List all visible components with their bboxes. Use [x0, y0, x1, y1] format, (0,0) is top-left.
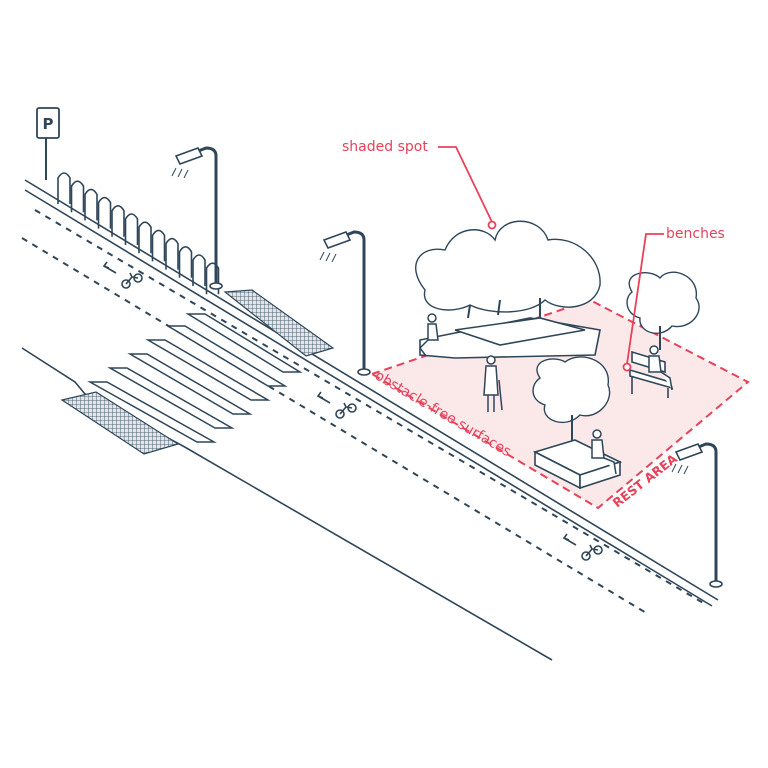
bicycle-icon	[102, 261, 143, 289]
bike-rack-icon	[57, 172, 220, 295]
bike-lane-markings	[102, 261, 603, 561]
planter-bench-icon	[419, 317, 601, 359]
bike-rack	[84, 188, 98, 221]
tree-icon	[532, 356, 611, 445]
street-lamps	[171, 146, 723, 588]
tree-icon	[626, 271, 700, 350]
street-lamp-icon	[319, 230, 371, 376]
bike-rack	[151, 229, 166, 262]
bike-rack	[57, 172, 71, 204]
bike-rack	[97, 196, 112, 229]
bicycle-icon	[316, 391, 357, 419]
shaded-spot-label: shaded spot	[342, 139, 428, 155]
bike-rack	[192, 254, 206, 286]
arrow-left-icon	[562, 533, 577, 546]
parking-label: P	[43, 115, 54, 133]
bike-rack	[138, 221, 152, 254]
crosswalk	[87, 313, 303, 443]
bike-rack	[111, 205, 125, 237]
tactile-paving-icon	[60, 391, 180, 455]
person-icon	[483, 355, 503, 412]
tree-icon	[415, 220, 601, 319]
lane-dashes	[21, 209, 706, 615]
bicycle-icon	[562, 533, 603, 561]
person-icon	[648, 345, 673, 391]
arrow-left-icon	[102, 261, 117, 274]
bike-rack	[124, 213, 139, 245]
bike-rack	[70, 180, 85, 213]
benches-label: benches	[666, 226, 725, 242]
bike-rack	[178, 246, 193, 278]
person-icon	[419, 313, 439, 357]
parking-sign-icon: P	[36, 107, 60, 180]
arrow-left-icon	[316, 391, 331, 404]
tactile-paving-icon	[223, 289, 335, 357]
street-lamp-icon	[671, 442, 723, 588]
annotation-leaders	[438, 146, 664, 372]
person-icon	[591, 429, 617, 475]
street-lamp-icon	[171, 146, 223, 290]
bike-rack	[205, 262, 220, 295]
planter-icon	[532, 439, 623, 490]
bike-rack	[165, 237, 179, 270]
